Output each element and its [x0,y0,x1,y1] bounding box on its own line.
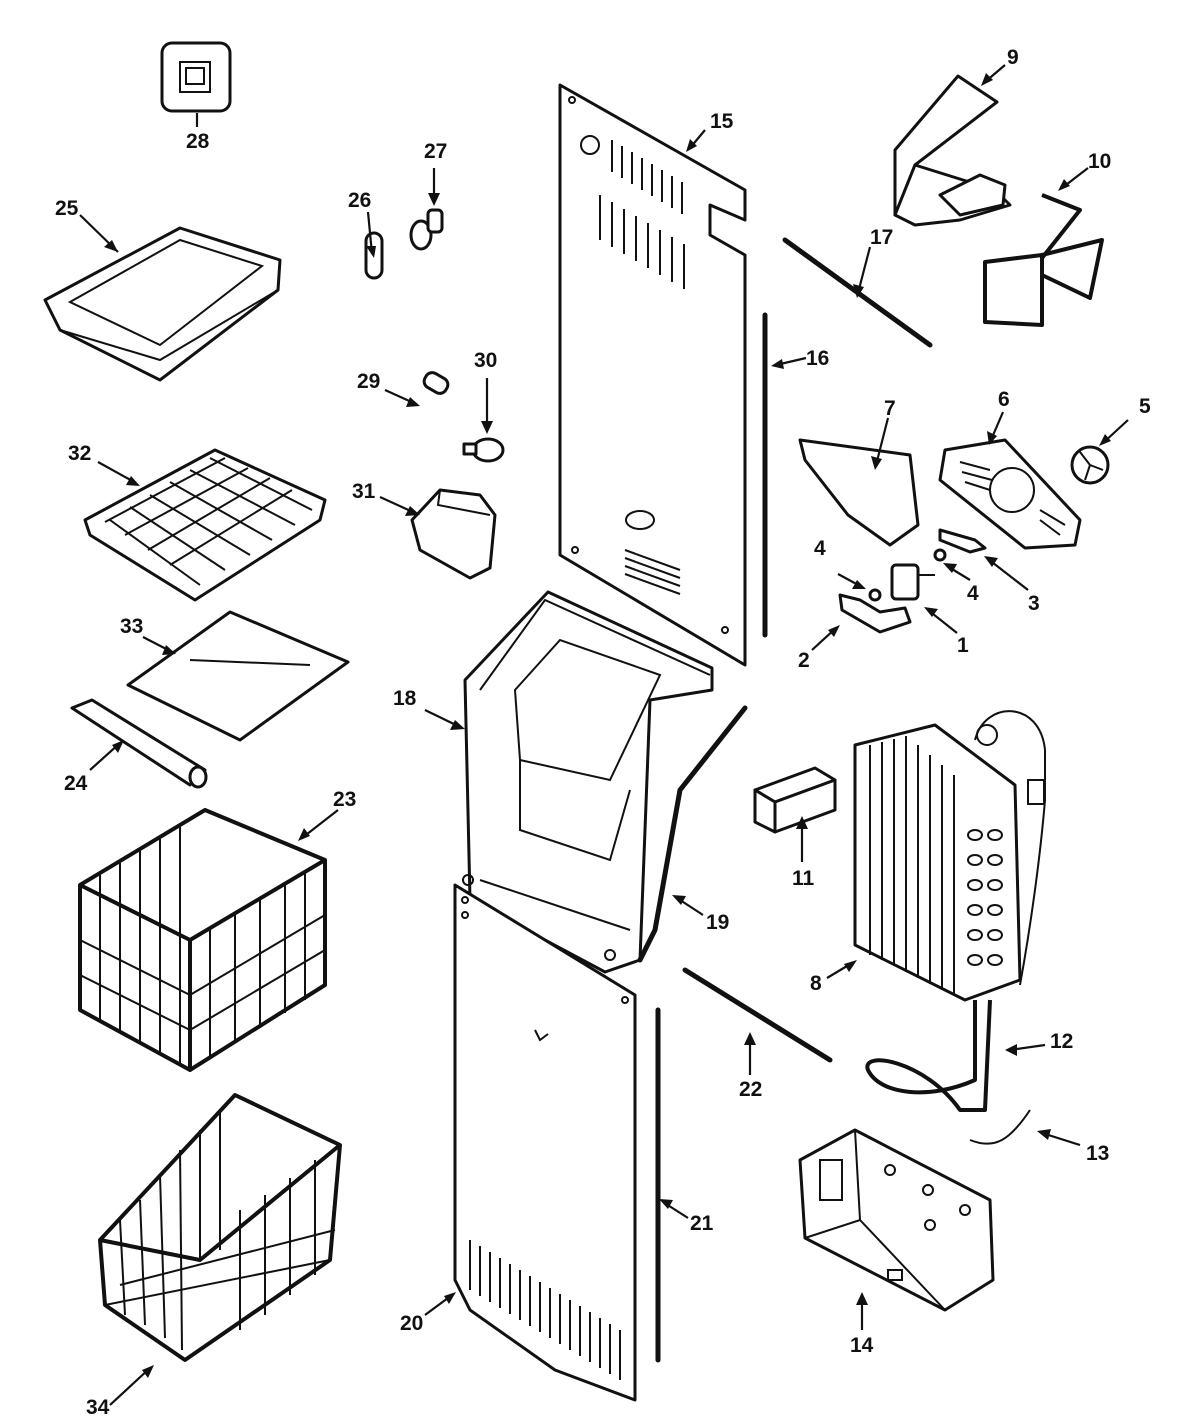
part-9-bracket [893,74,1012,227]
callout-31: 31 [352,480,376,503]
part-22-strip [682,967,833,1063]
callout-20: 20 [400,1312,423,1335]
callout-23: 23 [333,788,356,811]
part-8-evaporator [853,710,1046,1002]
callout-9: 9 [1007,46,1019,69]
part-2-bracket [838,593,912,634]
part-5-fan-blade [1070,445,1110,485]
part-32-grid [83,448,327,602]
callout-30: 30 [474,349,497,372]
callout-15: 15 [710,110,734,133]
callout-4-left: 4 [814,537,826,560]
callout-5: 5 [1139,395,1151,418]
part-14-drain-pan [798,1128,995,1312]
part-10-gasket [983,193,1104,327]
callout-27: 27 [424,140,447,163]
callout-18: 18 [393,687,417,710]
part-1-thermostat [890,563,935,601]
part-27-knob [409,208,444,251]
part-6-fan-shroud [938,438,1082,550]
part-12-heater [865,999,992,1112]
callout-19: 19 [706,911,729,934]
callout-labels: 1 2 3 4 4 5 6 7 8 9 10 11 12 13 14 15 16… [55,46,1151,1419]
leader-lines [79,64,1129,1406]
callout-6: 6 [998,388,1010,411]
part-30-bulb [462,437,505,463]
callout-1: 1 [957,634,969,657]
callout-17: 17 [870,226,893,249]
part-23-basket [78,808,327,1072]
callout-12: 12 [1050,1030,1073,1053]
callout-32: 32 [68,442,91,465]
part-19-strip [637,705,748,963]
callout-24: 24 [64,772,88,795]
callout-3: 3 [1028,592,1040,615]
part-11-block [753,766,837,834]
callout-8: 8 [810,972,822,995]
part-33-shelf [126,610,350,742]
part-34-basket [98,1093,342,1362]
callout-26: 26 [348,189,371,212]
callout-21: 21 [690,1212,714,1235]
callout-34: 34 [86,1396,110,1419]
part-24-roller [70,698,208,789]
callout-13: 13 [1086,1142,1109,1165]
part-3-bracket [938,528,987,554]
part-15-upper-panel [558,83,747,667]
part-13-wire [969,1109,1031,1145]
part-28-switch [160,41,232,113]
callout-10: 10 [1088,150,1111,173]
part-7-plate [798,438,920,547]
part-4-screw-right [933,548,947,562]
part-31-light-cover [410,488,497,580]
part-4-screw-left [868,588,882,602]
callout-22: 22 [739,1078,762,1101]
part-29-socket [422,371,450,395]
callout-14: 14 [850,1334,874,1357]
callout-11: 11 [792,867,815,890]
callout-33: 33 [120,615,143,638]
part-20-lower-panel [453,883,637,1402]
callout-7: 7 [884,397,896,420]
callout-16: 16 [806,347,829,370]
callout-25: 25 [55,197,79,220]
callout-29: 29 [357,370,380,393]
part-25-tray [43,226,282,382]
callout-2: 2 [798,649,810,672]
callout-28: 28 [186,130,210,153]
callout-4-right: 4 [967,582,979,605]
